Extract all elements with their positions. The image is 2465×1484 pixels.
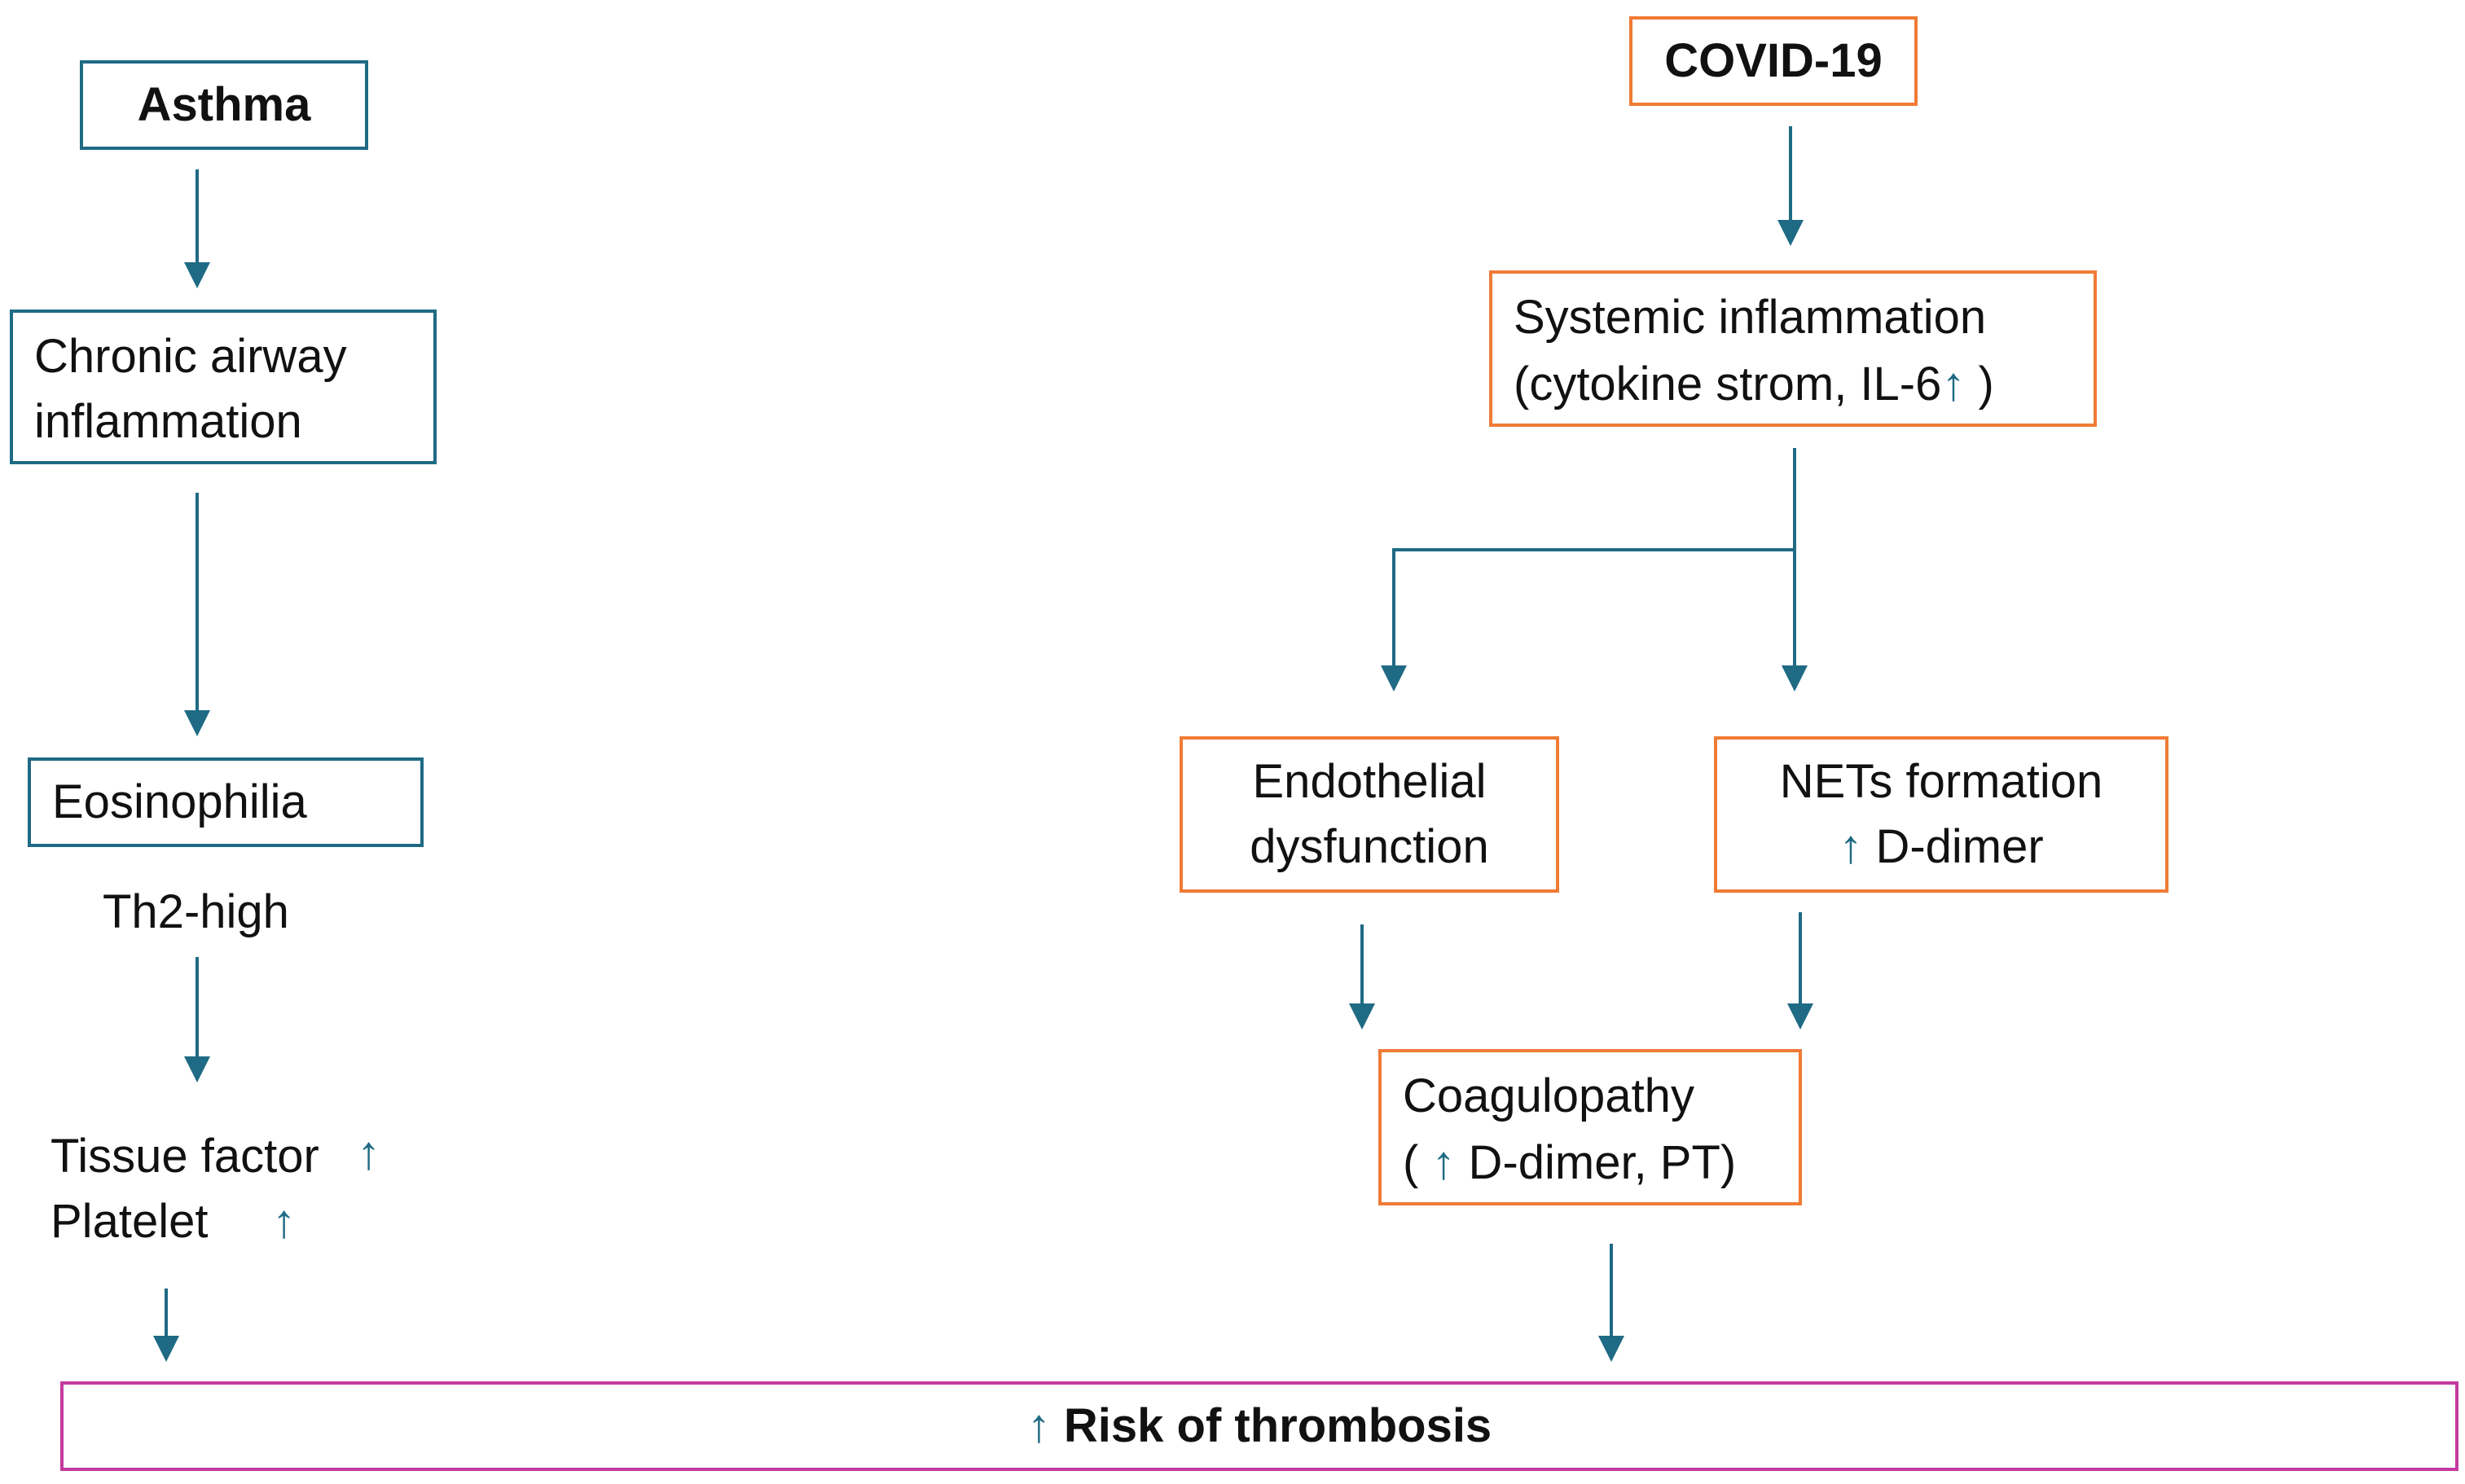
asthma-title: Asthma [137, 78, 311, 131]
systemic-line-2-text: (cytokine strom, IL-6 [1514, 358, 1942, 411]
eosinophilia-box: Eosinophilia [28, 757, 424, 847]
coagulopathy-box: Coagulopathy ( ↑ D-dimer, PT) [1378, 1049, 1802, 1205]
nets-formation-box: NETs formation ↑ D-dimer [1714, 736, 2168, 893]
endothelial-line-1: Endothelial [1252, 755, 1487, 808]
systemic-line-1: Systemic inflammation [1514, 291, 1987, 344]
systemic-inflammation-box: Systemic inflammation (cytokine strom, I… [1489, 270, 2097, 427]
nets-text: NETs formation ↑ D-dimer [1780, 749, 2102, 880]
endothelial-text: Endothelial dysfunction [1250, 749, 1488, 880]
platelet-label: Platelet [51, 1195, 209, 1248]
risk-label: Risk of thrombosis [1063, 1399, 1492, 1452]
d-dimer-up-arrow-icon: ↑ [1839, 820, 1863, 873]
il6-up-arrow-icon: ↑ [1941, 358, 1966, 411]
nets-line-2: ↑ D-dimer [1780, 814, 2102, 880]
chronic-airway-inflammation-box: Chronic airway inflammation [10, 310, 437, 464]
chronic-line-1: Chronic airway [34, 330, 347, 383]
systemic-line-2-close: ) [1965, 358, 1994, 411]
risk-of-thrombosis: ↑ Risk of thrombosis [1027, 1394, 1492, 1459]
risk-of-thrombosis-box: ↑ Risk of thrombosis [60, 1381, 2458, 1471]
coagulopathy-line-2-open: ( [1403, 1136, 1432, 1189]
arrow-trunk-to-endothelial [1381, 548, 1795, 692]
asthma-box: Asthma [80, 60, 368, 150]
coagulopathy-up-arrow-icon: ↑ [1431, 1136, 1456, 1189]
risk-up-arrow-icon: ↑ [1026, 1399, 1051, 1452]
endothelial-line-2: dysfunction [1250, 820, 1489, 873]
coagulopathy-line-2: ( ↑ D-dimer, PT) [1403, 1131, 1736, 1196]
covid-19-box: COVID-19 [1629, 16, 1918, 106]
systemic-line-2: (cytokine strom, IL-6↑ ) [1514, 352, 1994, 417]
covid-title: COVID-19 [1664, 34, 1883, 87]
eosinophilia-label: Eosinophilia [52, 775, 307, 828]
coagulopathy-line-1: Coagulopathy [1403, 1069, 1694, 1122]
tissue-factor-label: Tissue factor [51, 1130, 319, 1183]
chronic-line-2: inflammation [34, 395, 302, 448]
th2-high-label: Th2-high [103, 885, 289, 938]
nets-d-dimer-label: D-dimer [1875, 820, 2044, 873]
coagulopathy-line-2-text: D-dimer, PT) [1455, 1136, 1737, 1189]
tissue-factor-up-arrow-icon: ↑ [357, 1126, 380, 1179]
nets-line-1: NETs formation [1779, 755, 2103, 808]
endothelial-dysfunction-box: Endothelial dysfunction [1180, 736, 1559, 893]
platelet-up-arrow-icon: ↑ [272, 1195, 296, 1248]
